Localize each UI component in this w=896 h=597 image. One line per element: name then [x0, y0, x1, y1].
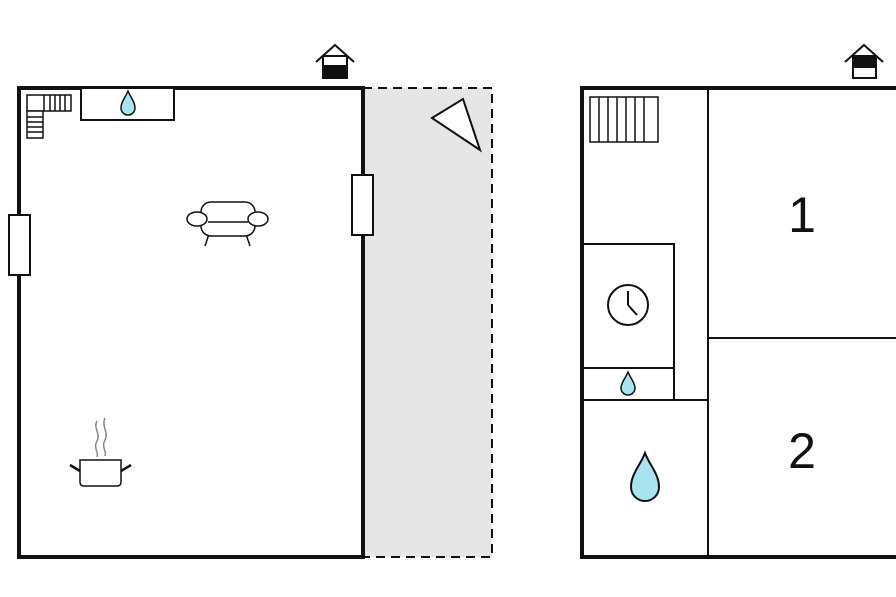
house-entrance-icon: [315, 43, 355, 79]
terrace-triangle-icon: [430, 97, 482, 153]
ground-floor-walls: [17, 86, 365, 559]
upper-floor-walls: [580, 86, 896, 559]
room-number-2: 2: [788, 423, 816, 479]
stairs-icon: [589, 96, 659, 143]
sofa-icon: [186, 201, 269, 247]
ground-floor: [8, 43, 493, 559]
upper-floor: 1 2: [580, 43, 896, 559]
cooking-pot-icon: [69, 417, 132, 487]
stairs-icon: [26, 94, 72, 139]
hall-closet: [582, 243, 675, 400]
house-entrance-icon: [844, 43, 884, 79]
clock-icon: [607, 284, 649, 326]
water-drop-icon: [120, 89, 136, 116]
large-water-drop-icon: [629, 450, 661, 502]
window-left: [8, 214, 31, 276]
water-drop-icon: [620, 370, 636, 396]
terrace-area: [362, 87, 493, 558]
room-number-1: 1: [788, 187, 816, 243]
window-right: [351, 174, 374, 236]
